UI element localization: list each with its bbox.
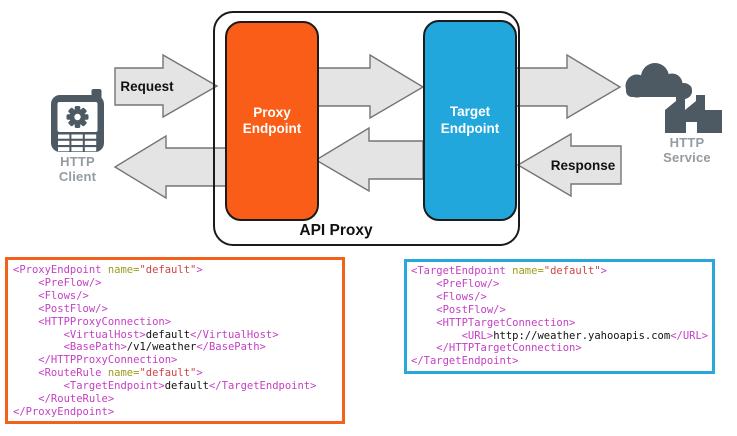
code-line: <ProxyEndpoint name="default">: [13, 264, 203, 276]
target-endpoint-box: Target Endpoint: [423, 20, 517, 221]
code-line: <TargetEndpoint name="default">: [411, 265, 607, 277]
code-line: </TargetEndpoint>: [411, 355, 519, 368]
proxy-endpoint-box: Proxy Endpoint: [225, 21, 319, 221]
code-line: <Flows/>: [13, 289, 89, 302]
factory-icon: [625, 63, 722, 133]
code-line: <VirtualHost>default</VirtualHost>: [13, 328, 279, 341]
response-arrow: [516, 132, 622, 198]
target-endpoint-xml-block: <TargetEndpoint name="default"> <PreFlow…: [404, 259, 715, 374]
code-line: <Flows/>: [411, 290, 487, 303]
http-service-label: HTTP Service: [663, 135, 711, 165]
smoke-cloud-icon: [625, 63, 692, 99]
api-proxy-title: API Proxy: [299, 222, 373, 239]
code-line: </RouteRule>: [13, 393, 115, 406]
code-line: <HTTPProxyConnection>: [13, 315, 172, 328]
code-line: <PostFlow/>: [13, 302, 108, 315]
api-proxy-container: API Proxy: [213, 11, 520, 246]
code-line: </HTTPTargetConnection>: [411, 342, 582, 355]
code-line: <PreFlow/>: [13, 276, 102, 289]
code-line: <PreFlow/>: [411, 277, 500, 290]
target-to-service-arrow: [512, 53, 622, 120]
mobile-phone-icon: [51, 89, 104, 152]
proxy-endpoint-label: Proxy Endpoint: [242, 104, 302, 136]
code-line: <BasePath>/v1/weather</BasePath>: [13, 341, 266, 354]
request-label: Request: [120, 79, 174, 94]
http-client-label: HTTP Client: [58, 154, 97, 184]
proxy-to-client-arrow: [113, 134, 227, 200]
code-line: </HTTPProxyConnection>: [13, 354, 178, 367]
request-arrow: [114, 53, 219, 119]
proxy-to-target-arrow: [315, 53, 425, 120]
code-line: <RouteRule name="default">: [13, 367, 203, 380]
response-label: Response: [550, 158, 616, 173]
code-line: <URL>http://weather.yahooapis.com</URL>: [411, 329, 709, 342]
factory-building: [665, 95, 722, 133]
code-line: <HTTPTargetConnection>: [411, 316, 576, 329]
code-line: <TargetEndpoint>default</TargetEndpoint>: [13, 380, 317, 393]
proxy-endpoint-xml-block: <ProxyEndpoint name="default"> <PreFlow/…: [5, 257, 345, 424]
code-line: <PostFlow/>: [411, 303, 506, 316]
code-line: </ProxyEndpoint>: [13, 405, 115, 418]
target-endpoint-label: Target Endpoint: [440, 104, 500, 136]
flow-arrows: [113, 53, 622, 200]
target-to-proxy-arrow: [314, 126, 424, 193]
